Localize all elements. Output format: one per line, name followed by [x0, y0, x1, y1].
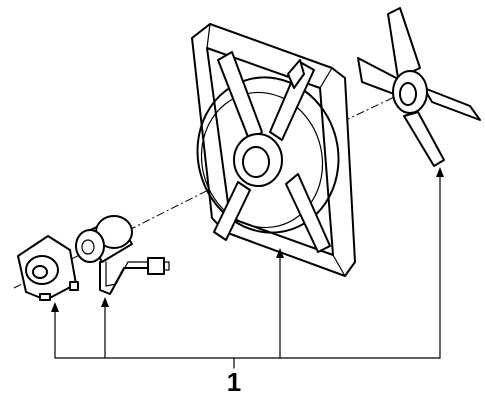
fan-blade: [357, 7, 481, 167]
arrow-head: [276, 248, 284, 258]
center-axis-line: [13, 174, 239, 289]
arrow-head: [436, 167, 444, 177]
callout-number: 1: [226, 367, 242, 397]
arrow-head: [51, 302, 59, 312]
fan-shroud: [191, 23, 356, 277]
center-axis-line-rear: [269, 91, 406, 157]
fan-motor-with-connector: [75, 215, 170, 295]
callout-leaders: [54, 174, 441, 369]
arrow-head: [101, 297, 109, 307]
fan-motor-end-cap: [17, 235, 79, 301]
